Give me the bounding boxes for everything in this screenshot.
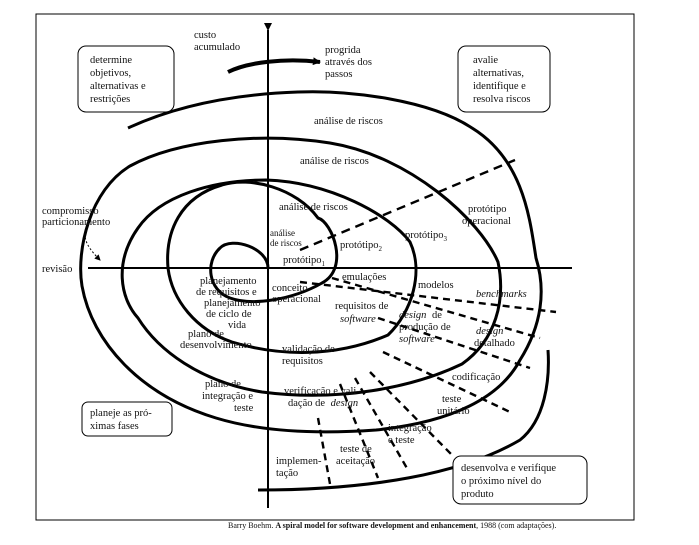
risk-analysis-inner: análise de riscos [270,228,302,248]
risk-analysis-2: análise de riscos [279,202,348,213]
quadrant-text-objectives: determine objetivos, alternativas e rest… [90,55,148,105]
design-verification: verificação e vali- dação de design [284,386,362,409]
quadrant-box-objectives [77,45,175,113]
quadrant-box-planning [81,401,173,437]
review-label: revisão [42,264,72,275]
coding-label: codificação [452,372,500,383]
integration-test-label: integração e teste [388,423,434,446]
commitment-label: compromisso particionamento [42,206,110,228]
cost-label: custo acumulado [194,30,240,53]
quadrant-text-planning: planeje as pró- ximas fases [90,408,154,432]
models-label: modelos [418,280,454,291]
software-requirements: requisitos de software [335,301,391,325]
requirements-validation: validação de requisitos [282,344,337,367]
product-design: design de produção de software [399,310,453,345]
quadrant-box-risks [457,45,551,113]
benchmarks-label: benchmarks [476,289,527,300]
emulations-label: emulações [342,272,386,283]
spiral-curve [79,90,543,434]
prototype-3: protótipo3 [405,230,448,243]
progress-label: progrida através dos passos [325,45,375,80]
quadrant-text-risks: avalie alternativas, identifique e resol… [473,55,530,105]
prototype-1: protótipo1 [283,255,326,268]
frame-border [35,13,635,521]
caption: Barry Boehm. A spiral model for software… [228,521,556,530]
progress-arrow [227,57,321,74]
spiral-bottom-arc [257,349,550,492]
acceptance-test-label: teste de aceitação [336,444,375,467]
prototype-dashed-line [299,158,516,252]
integration-plan: plano de integração e teste [202,379,256,414]
operational-concept: conceito operacional [272,283,321,305]
quadrant-box-develop [452,455,588,505]
detailed-design: design detalhado [474,326,515,349]
requirements-planning: planejamento de requisitos e planejament… [196,276,263,331]
risk-analysis-4: análise de riscos [314,116,383,127]
prototype-operational: protótipo operacional [462,204,511,227]
prototype-2: protótipo2 [340,240,383,253]
risk-analysis-3: análise de riscos [300,156,369,167]
phase-dashed-lines [299,276,557,485]
unit-test-label: teste unitário [437,394,470,417]
implementation-label: implemen- tação [276,456,324,479]
quadrant-text-develop: desenvolva e verifique o próximo nível d… [461,463,559,500]
development-plan: plano de desenvolvimento [180,329,252,351]
